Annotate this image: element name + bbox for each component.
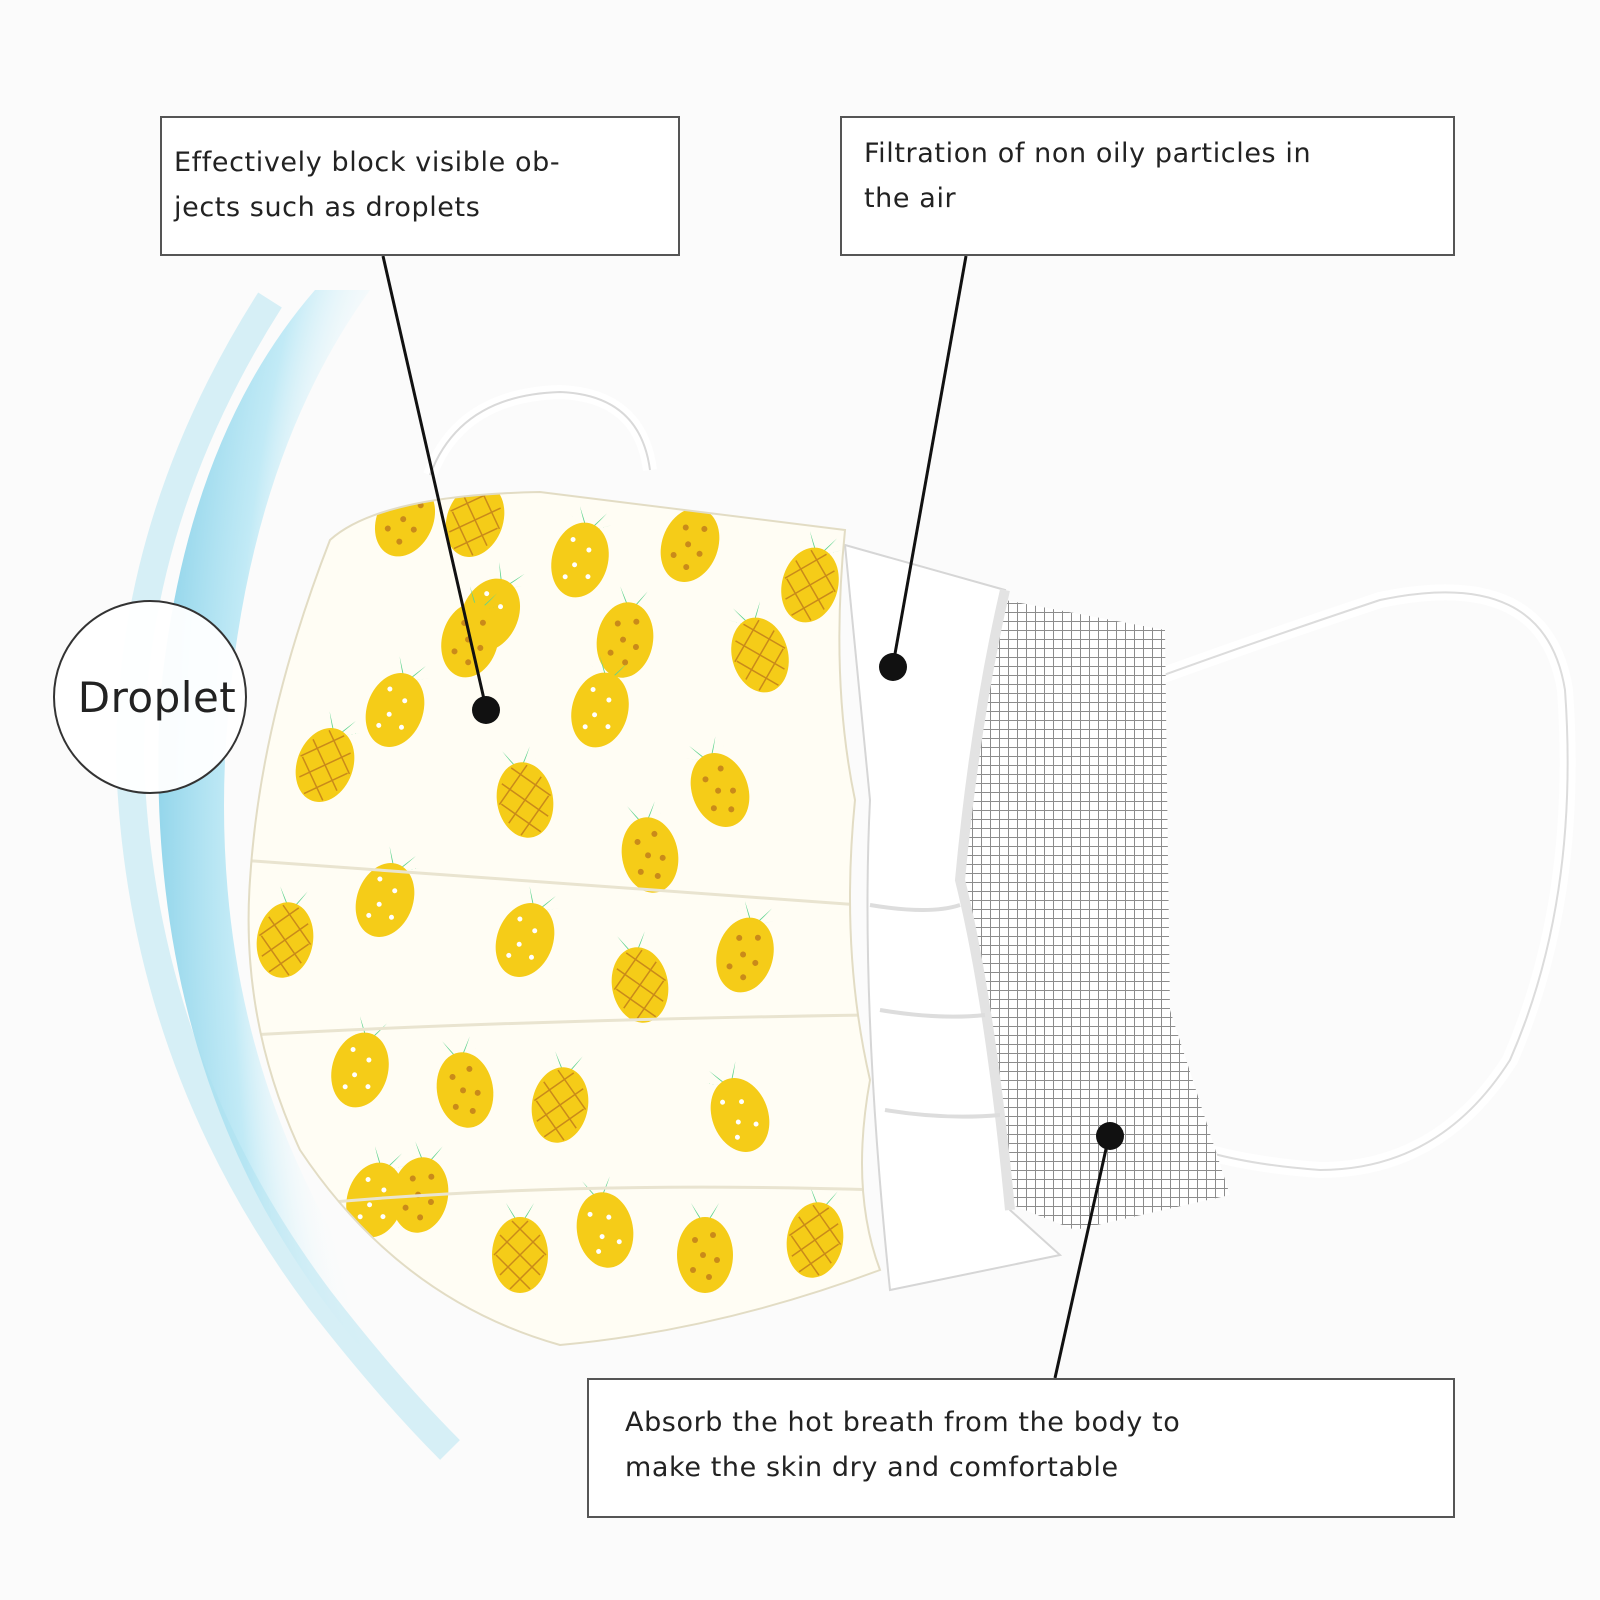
callout-block-droplets: Effectively block visible ob- jects such…	[160, 116, 680, 256]
leader-dot-absorb	[1096, 1122, 1124, 1150]
pineapple-icon	[496, 738, 554, 838]
top-ear-loop	[423, 384, 657, 478]
callout-absorb-line1: Absorb the hot breath from the body to	[625, 1407, 1181, 1438]
pineapple-icon	[445, 492, 505, 557]
leader-line-droplets	[381, 255, 488, 709]
right-ear-loop	[1147, 584, 1576, 1179]
pineapple-pattern	[256, 492, 844, 1293]
pineapple-icon	[551, 500, 613, 598]
pineapple-icon	[727, 595, 789, 693]
filter-mesh-layer	[960, 600, 1230, 1230]
pineapple-icon	[531, 1043, 589, 1143]
pineapple-icon	[596, 578, 654, 678]
callout-absorb: Absorb the hot breath from the body to m…	[587, 1378, 1455, 1518]
droplet-label-circle: Droplet	[53, 600, 247, 794]
droplet-label: Droplet	[77, 672, 237, 722]
pineapple-icon	[576, 1168, 634, 1268]
pineapple-icon	[436, 1028, 494, 1128]
leader-line-absorb	[1053, 1139, 1110, 1379]
pineapple-icon	[611, 923, 669, 1023]
callout-droplets-line1: Effectively block visible ob-	[174, 147, 561, 178]
pineapple-icon	[295, 706, 361, 802]
pineapple-icon	[786, 1178, 844, 1278]
front-pineapple-layer	[248, 492, 881, 1345]
pineapple-icon	[365, 651, 431, 747]
pineapple-icon	[677, 1203, 733, 1293]
pineapple-icon	[621, 793, 679, 893]
pineapple-icon	[495, 881, 561, 977]
pineapple-icon	[355, 841, 421, 937]
droplet-spray	[158, 290, 501, 1440]
pineapple-icon	[571, 650, 633, 748]
callout-filtration: Filtration of non oily particles in the …	[840, 116, 1455, 256]
callout-absorb-line2: make the skin dry and comfortable	[625, 1452, 1119, 1483]
callout-filtration-line2: the air	[864, 183, 957, 214]
leader-dot-filtration	[879, 653, 907, 681]
pineapple-icon	[256, 878, 314, 978]
callout-droplets-line2: jects such as droplets	[174, 192, 481, 223]
leader-line-filtration	[891, 255, 968, 666]
pineapple-icon	[684, 731, 750, 827]
pineapple-icon	[716, 895, 778, 993]
pineapple-icon	[781, 525, 843, 623]
callout-filtration-line1: Filtration of non oily particles in	[864, 138, 1312, 169]
leader-dot-droplets	[472, 696, 500, 724]
pineapple-icon	[704, 1056, 770, 1152]
pineapple-icon	[492, 1203, 548, 1293]
